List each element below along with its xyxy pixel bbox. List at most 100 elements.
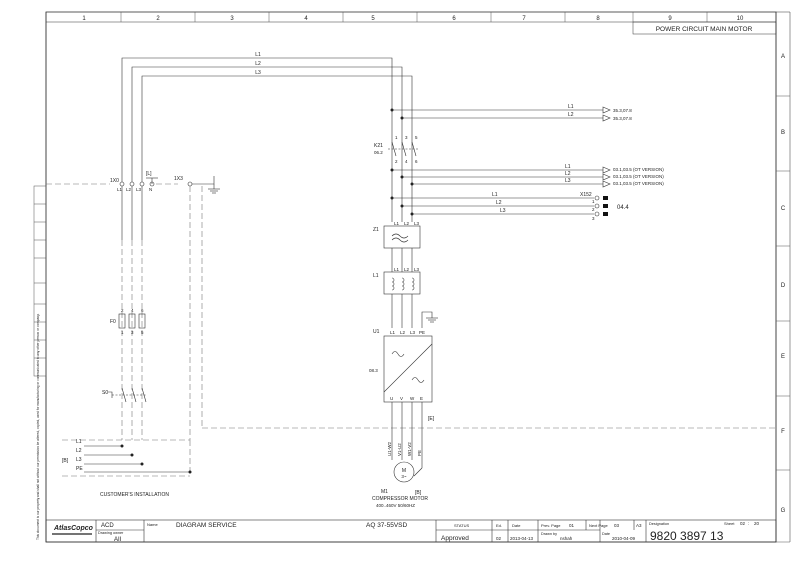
x3-name: 1X3 <box>174 176 183 182</box>
motor-name: M1 <box>381 489 388 495</box>
out1-l1-label: L1 <box>568 104 574 110</box>
k21-terminal-6: 6 <box>415 159 418 164</box>
m1-compressor-motor[interactable]: M 3~ M1 COMPRESSOR MOTOR 400..460V 50/60… <box>372 461 428 508</box>
l1-choke-l3: L3 <box>414 267 420 272</box>
u1-frequency-converter[interactable]: U1 08.3 L1 L2 L3 PE U V W E <box>369 329 433 403</box>
motor-letter: M <box>402 468 406 474</box>
l1-choke-l1: L1 <box>394 267 400 272</box>
u1-out-u: U <box>390 396 393 401</box>
next-page-value: 03 <box>614 523 620 528</box>
u1-out-w: W <box>410 396 415 401</box>
x152-l3-label: L3 <box>500 208 506 214</box>
product-name: AQ 37-55VSD <box>366 522 407 529</box>
sheet-number: 02 <box>740 521 746 526</box>
x152-l2-label: L2 <box>496 200 502 206</box>
k21-terminal-5: 5 <box>415 135 418 140</box>
sheet-separator: : <box>748 521 749 526</box>
customer-l2: L2 <box>76 448 82 454</box>
row-label-a: A <box>781 54 785 60</box>
k21-contactor[interactable]: K21 06.2 1 3 5 2 4 6 <box>374 135 418 164</box>
f0-terminal-3: 3 <box>131 330 134 335</box>
k21-ref: 06.2 <box>374 150 383 155</box>
out1-ref-2: 35.3,07.8 <box>613 116 632 121</box>
status-value: Approved <box>441 535 469 542</box>
motor-wire-4: PE <box>417 450 422 456</box>
bus-l2-label: L2 <box>255 61 261 67</box>
drawing-owner: AII <box>114 537 122 543</box>
column-label-5: 5 <box>371 16 375 22</box>
out2-ref-3: 03.1,03.5 (OT VERSION) <box>613 181 664 186</box>
drawing-owner-label: Drawing owner <box>98 531 124 535</box>
u1-out-v: V <box>400 396 403 401</box>
f0-fuses[interactable]: F0 2 4 6 1 3 5 <box>110 308 146 335</box>
f0-terminal-5: 5 <box>141 330 144 335</box>
x152-terminal-block[interactable]: X152 1 2 3 04.4 <box>580 192 629 221</box>
z1-in-l1: L1 <box>394 221 400 226</box>
f0-terminal-4: 4 <box>131 308 134 313</box>
row-label-b: B <box>781 130 785 136</box>
terminal-1x0[interactable]: 1X0 L1 L2 L3 N [L] <box>110 171 155 192</box>
customer-l1: L1 <box>76 439 82 445</box>
motor-wire-3: W1-V2 <box>407 442 412 456</box>
z1-filter[interactable]: Z1 L1 L2 L3 <box>373 221 421 249</box>
row-label-d: D <box>781 283 786 289</box>
u1-in-pe: PE <box>419 330 425 335</box>
out2-ref-2: 03.1,03.5 (OT VERSION) <box>613 174 664 179</box>
u1-in-l1: L1 <box>390 330 396 335</box>
x152-pin-2: 2 <box>592 207 595 212</box>
row-label-e: E <box>781 354 785 360</box>
date-value: 2013-04-13 <box>510 536 534 541</box>
k21-terminal-3: 3 <box>405 135 408 140</box>
x0-name: 1X0 <box>110 178 119 184</box>
date-label: Date <box>512 523 521 528</box>
sheet-total: 20 <box>754 521 760 526</box>
designation-label: Designation <box>649 522 669 526</box>
l1-choke-l2: L2 <box>404 267 410 272</box>
prev-page-label: Prev. Page <box>541 523 561 528</box>
l1-choke-name: L1 <box>373 273 379 279</box>
x0-n: N <box>149 187 152 192</box>
out2-l1-label: L1 <box>565 164 571 170</box>
z1-in-l2: L2 <box>404 221 410 226</box>
l1-line-choke[interactable]: L1 L1 L2 L3 <box>373 267 421 295</box>
bus-l1-label: L1 <box>255 52 261 58</box>
u1-out-e: E <box>420 396 423 401</box>
terminal-1x3[interactable]: 1X3 <box>174 176 193 187</box>
k21-terminal-2: 2 <box>395 159 398 164</box>
u1-in-l3: L3 <box>410 330 416 335</box>
prev-page-value: 01 <box>569 523 575 528</box>
name-label: Name <box>147 522 158 527</box>
x152-l1-label: L1 <box>492 192 498 198</box>
motor-phase: 3~ <box>401 474 407 479</box>
row-label-c: C <box>781 206 786 212</box>
s0-main-switch[interactable]: S0 <box>102 387 147 403</box>
row-label-g: G <box>781 508 786 514</box>
sheet-format: A3 <box>636 523 642 528</box>
out2-l3-label: L3 <box>565 178 571 184</box>
column-label-9: 9 <box>668 16 672 22</box>
u1-ref: 08.3 <box>369 368 378 373</box>
out2-l2-label: L2 <box>565 171 571 177</box>
f0-terminal-1: 1 <box>121 330 124 335</box>
f0-terminal-2: 2 <box>121 308 124 313</box>
drawn-by-value: nshah <box>560 536 573 541</box>
z1-name: Z1 <box>373 227 379 233</box>
motor-wire-1: U1-W2 <box>387 442 392 456</box>
document-name: DIAGRAM SERVICE <box>176 522 237 529</box>
f0-terminal-6: 6 <box>141 308 144 313</box>
column-label-1: 1 <box>82 16 86 22</box>
earth-mark: [E] <box>428 416 435 422</box>
edition-value: 02 <box>496 536 502 541</box>
x152-ref: 04.4 <box>617 205 629 211</box>
date2-label: Date <box>602 532 610 536</box>
drawn-by-label: Drawn by <box>541 532 557 536</box>
company-code: ACD <box>101 523 114 529</box>
atlas-copco-logo: AtlasCopco <box>53 525 94 532</box>
column-label-2: 2 <box>156 16 160 22</box>
u1-name: U1 <box>373 329 380 335</box>
edition-label: Ed. <box>496 523 502 528</box>
customer-l3: L3 <box>76 457 82 463</box>
header-title: POWER CIRCUIT MAIN MOTOR <box>656 26 753 33</box>
